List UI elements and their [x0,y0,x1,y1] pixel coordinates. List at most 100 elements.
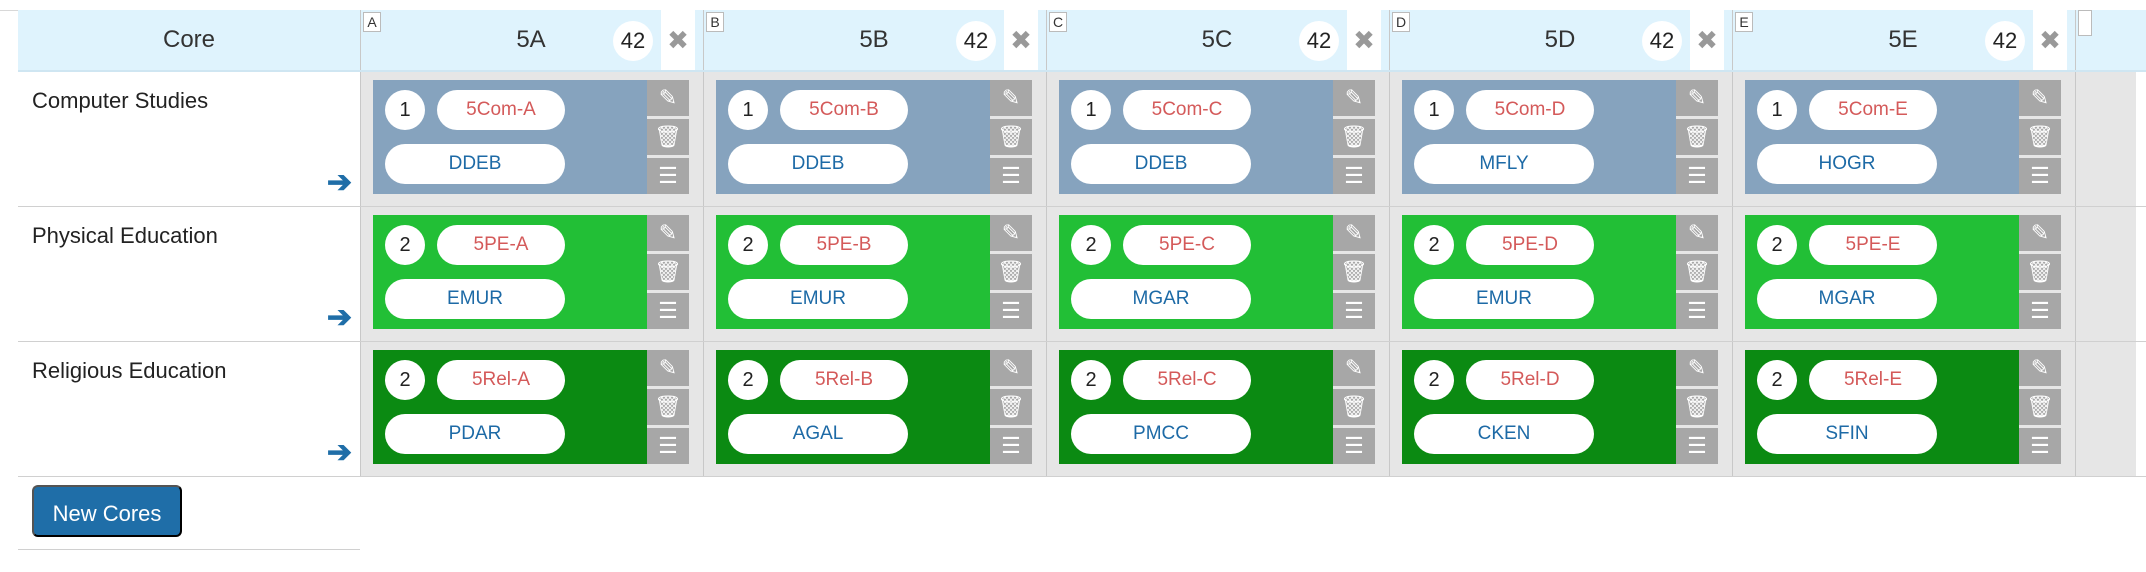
list-icon[interactable]: ☰ [2019,158,2061,194]
list-icon[interactable]: ☰ [2019,293,2061,329]
teacher-code[interactable]: EMUR [385,279,565,319]
close-icon[interactable]: ✖ [1004,10,1038,70]
trash-icon[interactable]: 🗑 [2019,119,2061,155]
close-icon[interactable]: ✖ [2033,10,2067,70]
pencil-icon[interactable]: ✎ [2019,215,2061,251]
close-icon[interactable]: ✖ [1347,10,1381,70]
trash-icon[interactable]: 🗑 [1676,389,1718,425]
trash-icon[interactable]: 🗑 [990,254,1032,290]
pencil-icon[interactable]: ✎ [1333,350,1375,386]
teacher-code[interactable]: DDEB [728,144,908,184]
list-icon[interactable]: ☰ [1333,428,1375,464]
class-code[interactable]: 5PE-E [1809,225,1937,265]
list-icon[interactable]: ☰ [647,293,689,329]
class-code[interactable]: 5PE-D [1466,225,1594,265]
list-icon[interactable]: ☰ [647,428,689,464]
class-code[interactable]: 5PE-B [780,225,908,265]
trash-icon[interactable]: 🗑 [1676,254,1718,290]
pencil-icon[interactable]: ✎ [1676,215,1718,251]
teacher-code[interactable]: SFIN [1757,414,1937,454]
teacher-code[interactable]: CKEN [1414,414,1594,454]
scroll-handle[interactable] [2078,10,2092,36]
teacher-code[interactable]: AGAL [728,414,908,454]
class-code[interactable]: 5Com-B [780,90,908,130]
pencil-icon[interactable]: ✎ [990,215,1032,251]
trash-icon[interactable]: 🗑 [2019,254,2061,290]
pencil-icon[interactable]: ✎ [1676,80,1718,116]
list-icon[interactable]: ☰ [647,158,689,194]
class-code[interactable]: 5Com-A [437,90,565,130]
teacher-code[interactable]: DDEB [1071,144,1251,184]
list-icon[interactable]: ☰ [990,293,1032,329]
trash-icon[interactable]: 🗑 [1676,119,1718,155]
trash-icon[interactable]: 🗑 [990,389,1032,425]
list-icon[interactable]: ☰ [990,428,1032,464]
pencil-icon[interactable]: ✎ [990,80,1032,116]
pencil-icon[interactable]: ✎ [647,80,689,116]
list-icon[interactable]: ☰ [1333,158,1375,194]
teacher-code[interactable]: PMCC [1071,414,1251,454]
list-icon[interactable]: ☰ [2019,428,2061,464]
pencil-icon[interactable]: ✎ [1333,215,1375,251]
new-cores-button[interactable]: New Cores [32,485,182,537]
pencil-icon[interactable]: ✎ [1676,350,1718,386]
list-icon[interactable]: ☰ [1676,428,1718,464]
list-icon[interactable]: ☰ [1676,293,1718,329]
class-code[interactable]: 5Com-D [1466,90,1594,130]
class-code[interactable]: 5PE-A [437,225,565,265]
trash-icon[interactable]: 🗑 [1333,389,1375,425]
teacher-code[interactable]: DDEB [385,144,565,184]
list-icon[interactable]: ☰ [990,158,1032,194]
teacher-code[interactable]: MFLY [1414,144,1594,184]
arrow-right-icon[interactable]: ➔ [326,436,352,469]
class-code[interactable]: 5Com-E [1809,90,1937,130]
teacher-code[interactable]: PDAR [385,414,565,454]
trash-icon[interactable]: 🗑 [647,254,689,290]
trash-icon[interactable]: 🗑 [647,119,689,155]
arrow-right-icon[interactable]: ➔ [326,166,352,199]
class-code[interactable]: 5Com-C [1123,90,1251,130]
close-icon[interactable]: ✖ [1690,10,1724,70]
trash-icon[interactable]: 🗑 [1333,254,1375,290]
pencil-icon[interactable]: ✎ [647,215,689,251]
arrow-right-icon[interactable]: ➔ [326,301,352,334]
teacher-code[interactable]: EMUR [728,279,908,319]
list-icon[interactable]: ☰ [1676,158,1718,194]
list-icon[interactable]: ☰ [1333,293,1375,329]
trash-icon[interactable]: 🗑 [2019,389,2061,425]
class-code[interactable]: 5Rel-B [780,360,908,400]
teacher-code[interactable]: MGAR [1071,279,1251,319]
class-code[interactable]: 5Rel-D [1466,360,1594,400]
teacher-code[interactable]: EMUR [1414,279,1594,319]
pencil-icon[interactable]: ✎ [2019,80,2061,116]
pencil-icon[interactable]: ✎ [647,350,689,386]
pencil-icon[interactable]: ✎ [2019,350,2061,386]
pencil-icon[interactable]: ✎ [1333,80,1375,116]
teacher-code[interactable]: MGAR [1757,279,1937,319]
class-code[interactable]: 5Rel-C [1123,360,1251,400]
trash-icon[interactable]: 🗑 [1333,119,1375,155]
teacher-code[interactable]: HOGR [1757,144,1937,184]
trash-icon[interactable]: 🗑 [990,119,1032,155]
class-code[interactable]: 5Rel-A [437,360,565,400]
trash-icon[interactable]: 🗑 [647,389,689,425]
class-code[interactable]: 5PE-C [1123,225,1251,265]
pencil-icon[interactable]: ✎ [990,350,1032,386]
class-code[interactable]: 5Rel-E [1809,360,1937,400]
close-icon[interactable]: ✖ [661,10,695,70]
